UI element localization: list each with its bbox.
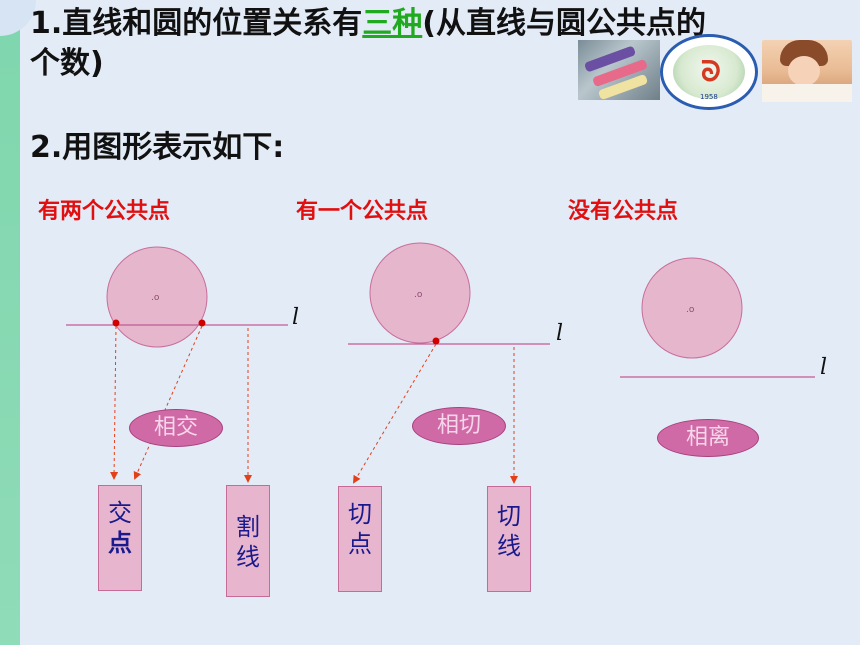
box-intersection-point-char1: 交 <box>108 499 132 527</box>
circle-center-1: .o <box>151 293 160 303</box>
title-highlight: 三种 <box>362 6 423 41</box>
line-label-3: l <box>820 355 827 380</box>
box-tangent-point-char1: 切 <box>348 500 372 528</box>
child-writing-image <box>762 40 852 102</box>
slide-title: 1.直线和圆的位置关系有三种(从直线与圆公共点的个数) <box>30 4 730 84</box>
box-tangent-line: 切 线 <box>487 486 531 592</box>
school-logo: ᘐ 1958 <box>660 34 758 110</box>
circle-tangent <box>369 242 471 344</box>
arrow-point1-to-jiaodian <box>110 325 119 480</box>
title-part-2: (从直线与圆公共点的个数) <box>30 6 706 81</box>
label-two-common-points: 有两个公共点 <box>38 199 171 224</box>
intersection-point-1 <box>112 319 120 327</box>
line-label-1: l <box>292 305 299 330</box>
circle-center-2: .o <box>414 290 423 300</box>
box-intersection-point: 交 点 <box>98 485 142 591</box>
box-tangent-point: 切 点 <box>338 486 382 592</box>
arrow-point2-to-jiaodian <box>133 325 203 480</box>
box-tangent-line-char2: 线 <box>497 532 521 560</box>
box-tangent-point-char2: 点 <box>348 530 372 558</box>
box-secant-line: 割 线 <box>226 485 270 597</box>
tangent-point <box>432 337 440 345</box>
left-decor-bar <box>0 0 20 645</box>
title-part-1: 1.直线和圆的位置关系有 <box>30 6 363 41</box>
arrow-point-to-qiedian <box>352 343 437 484</box>
intersection-point-2 <box>198 319 206 327</box>
chalk-image <box>578 40 660 101</box>
oval-tangent: 相切 <box>412 407 506 445</box>
circle-intersect <box>106 246 208 348</box>
oval-intersect: 相交 <box>129 409 223 447</box>
box-secant-line-char2: 线 <box>236 543 260 571</box>
box-intersection-point-char2: 点 <box>108 529 132 557</box>
box-tangent-line-char1: 切 <box>497 502 521 530</box>
slide-subtitle: 2.用图形表示如下: <box>30 130 285 165</box>
circle-separate <box>641 257 743 359</box>
oval-separate: 相离 <box>657 419 759 457</box>
label-no-common-point: 没有公共点 <box>568 199 679 224</box>
circle-center-3: .o <box>686 305 695 315</box>
box-secant-line-char1: 割 <box>236 513 260 541</box>
label-one-common-point: 有一个公共点 <box>296 199 429 224</box>
line-label-2: l <box>556 321 563 346</box>
